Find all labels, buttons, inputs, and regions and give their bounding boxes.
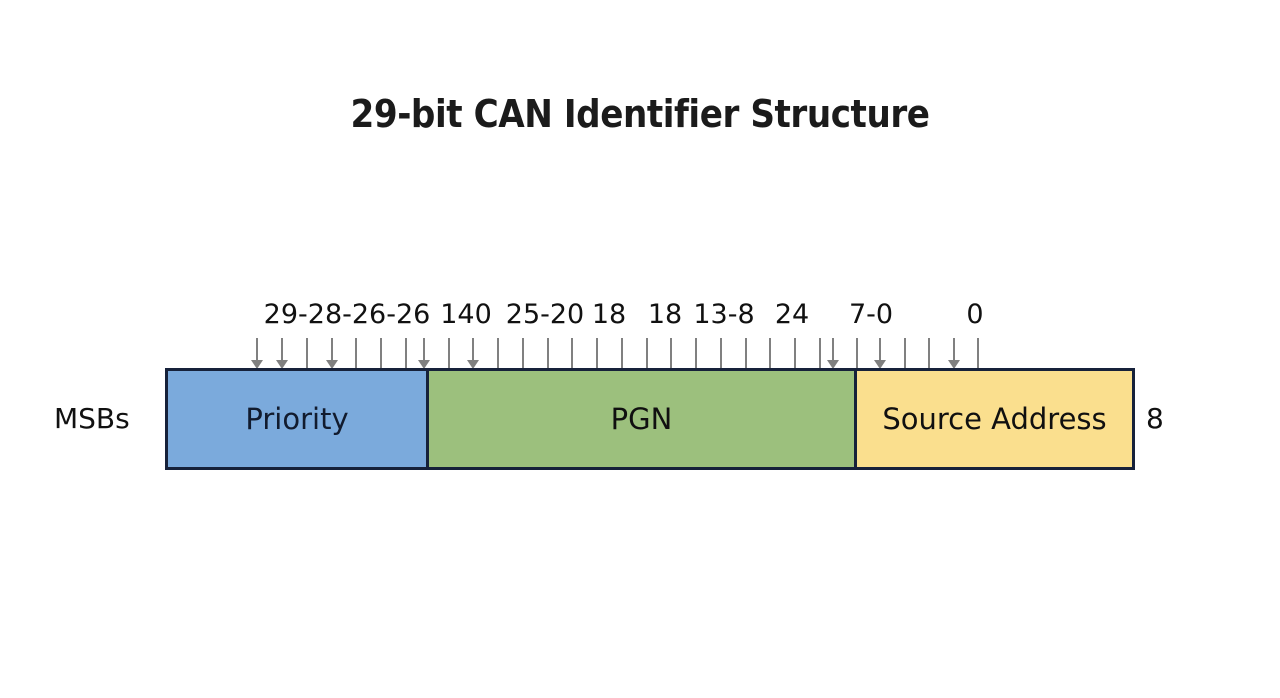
bit-tick-mark xyxy=(306,338,308,368)
field-priority: Priority xyxy=(168,371,426,467)
bit-tick-mark xyxy=(497,338,499,368)
field-pgn: PGN xyxy=(426,371,854,467)
bit-pointer-arrow-icon xyxy=(953,338,955,360)
bit-tick-mark xyxy=(720,338,722,368)
bit-tick-mark xyxy=(547,338,549,368)
bit-pointer-arrow-icon xyxy=(331,338,333,360)
bit-label: 18 xyxy=(647,299,683,330)
bit-label: 25-20 xyxy=(505,299,585,330)
bit-label: 29-28-26-26 xyxy=(263,299,431,330)
bit-label: 0 xyxy=(966,299,984,330)
bit-tick-mark xyxy=(571,338,573,368)
bit-tick-mark xyxy=(448,338,450,368)
bit-pointer-arrow-icon xyxy=(879,338,881,360)
bit-label: 7-0 xyxy=(848,299,894,330)
bit-pointer-arrow-icon xyxy=(472,338,474,360)
bit-pointer-arrow-icon xyxy=(832,338,834,360)
bit-tick-row xyxy=(0,338,1280,370)
bit-pointer-arrow-icon xyxy=(256,338,258,360)
bit-tick-mark xyxy=(695,338,697,368)
bit-tick-mark xyxy=(794,338,796,368)
bit-tick-mark xyxy=(405,338,407,368)
bit-tick-mark xyxy=(670,338,672,368)
bit-tick-mark xyxy=(904,338,906,368)
bit-tick-mark xyxy=(856,338,858,368)
bit-pointer-arrow-icon xyxy=(281,338,283,360)
bit-tick-mark xyxy=(646,338,648,368)
bit-tick-mark xyxy=(596,338,598,368)
can-identifier-bar: Priority PGN Source Address xyxy=(165,368,1135,470)
field-source-address: Source Address xyxy=(854,371,1132,467)
bit-label: 24 xyxy=(774,299,810,330)
bit-label: 13-8 xyxy=(693,299,755,330)
bit-tick-mark xyxy=(745,338,747,368)
bit-label: 140 xyxy=(440,299,492,330)
msb-annotation-label: MSBs xyxy=(54,402,130,435)
bit-tick-mark xyxy=(380,338,382,368)
bit-tick-mark xyxy=(977,338,979,368)
bit-tick-mark xyxy=(355,338,357,368)
lsb-annotation-label: 8 xyxy=(1146,402,1164,435)
bit-tick-mark xyxy=(522,338,524,368)
bit-tick-mark xyxy=(621,338,623,368)
bit-pointer-arrow-icon xyxy=(423,338,425,360)
bit-tick-mark xyxy=(769,338,771,368)
bit-tick-mark xyxy=(819,338,821,368)
page-title: 29-bit CAN Identifier Structure xyxy=(350,92,930,136)
bit-tick-mark xyxy=(928,338,930,368)
bit-label: 18 xyxy=(591,299,627,330)
